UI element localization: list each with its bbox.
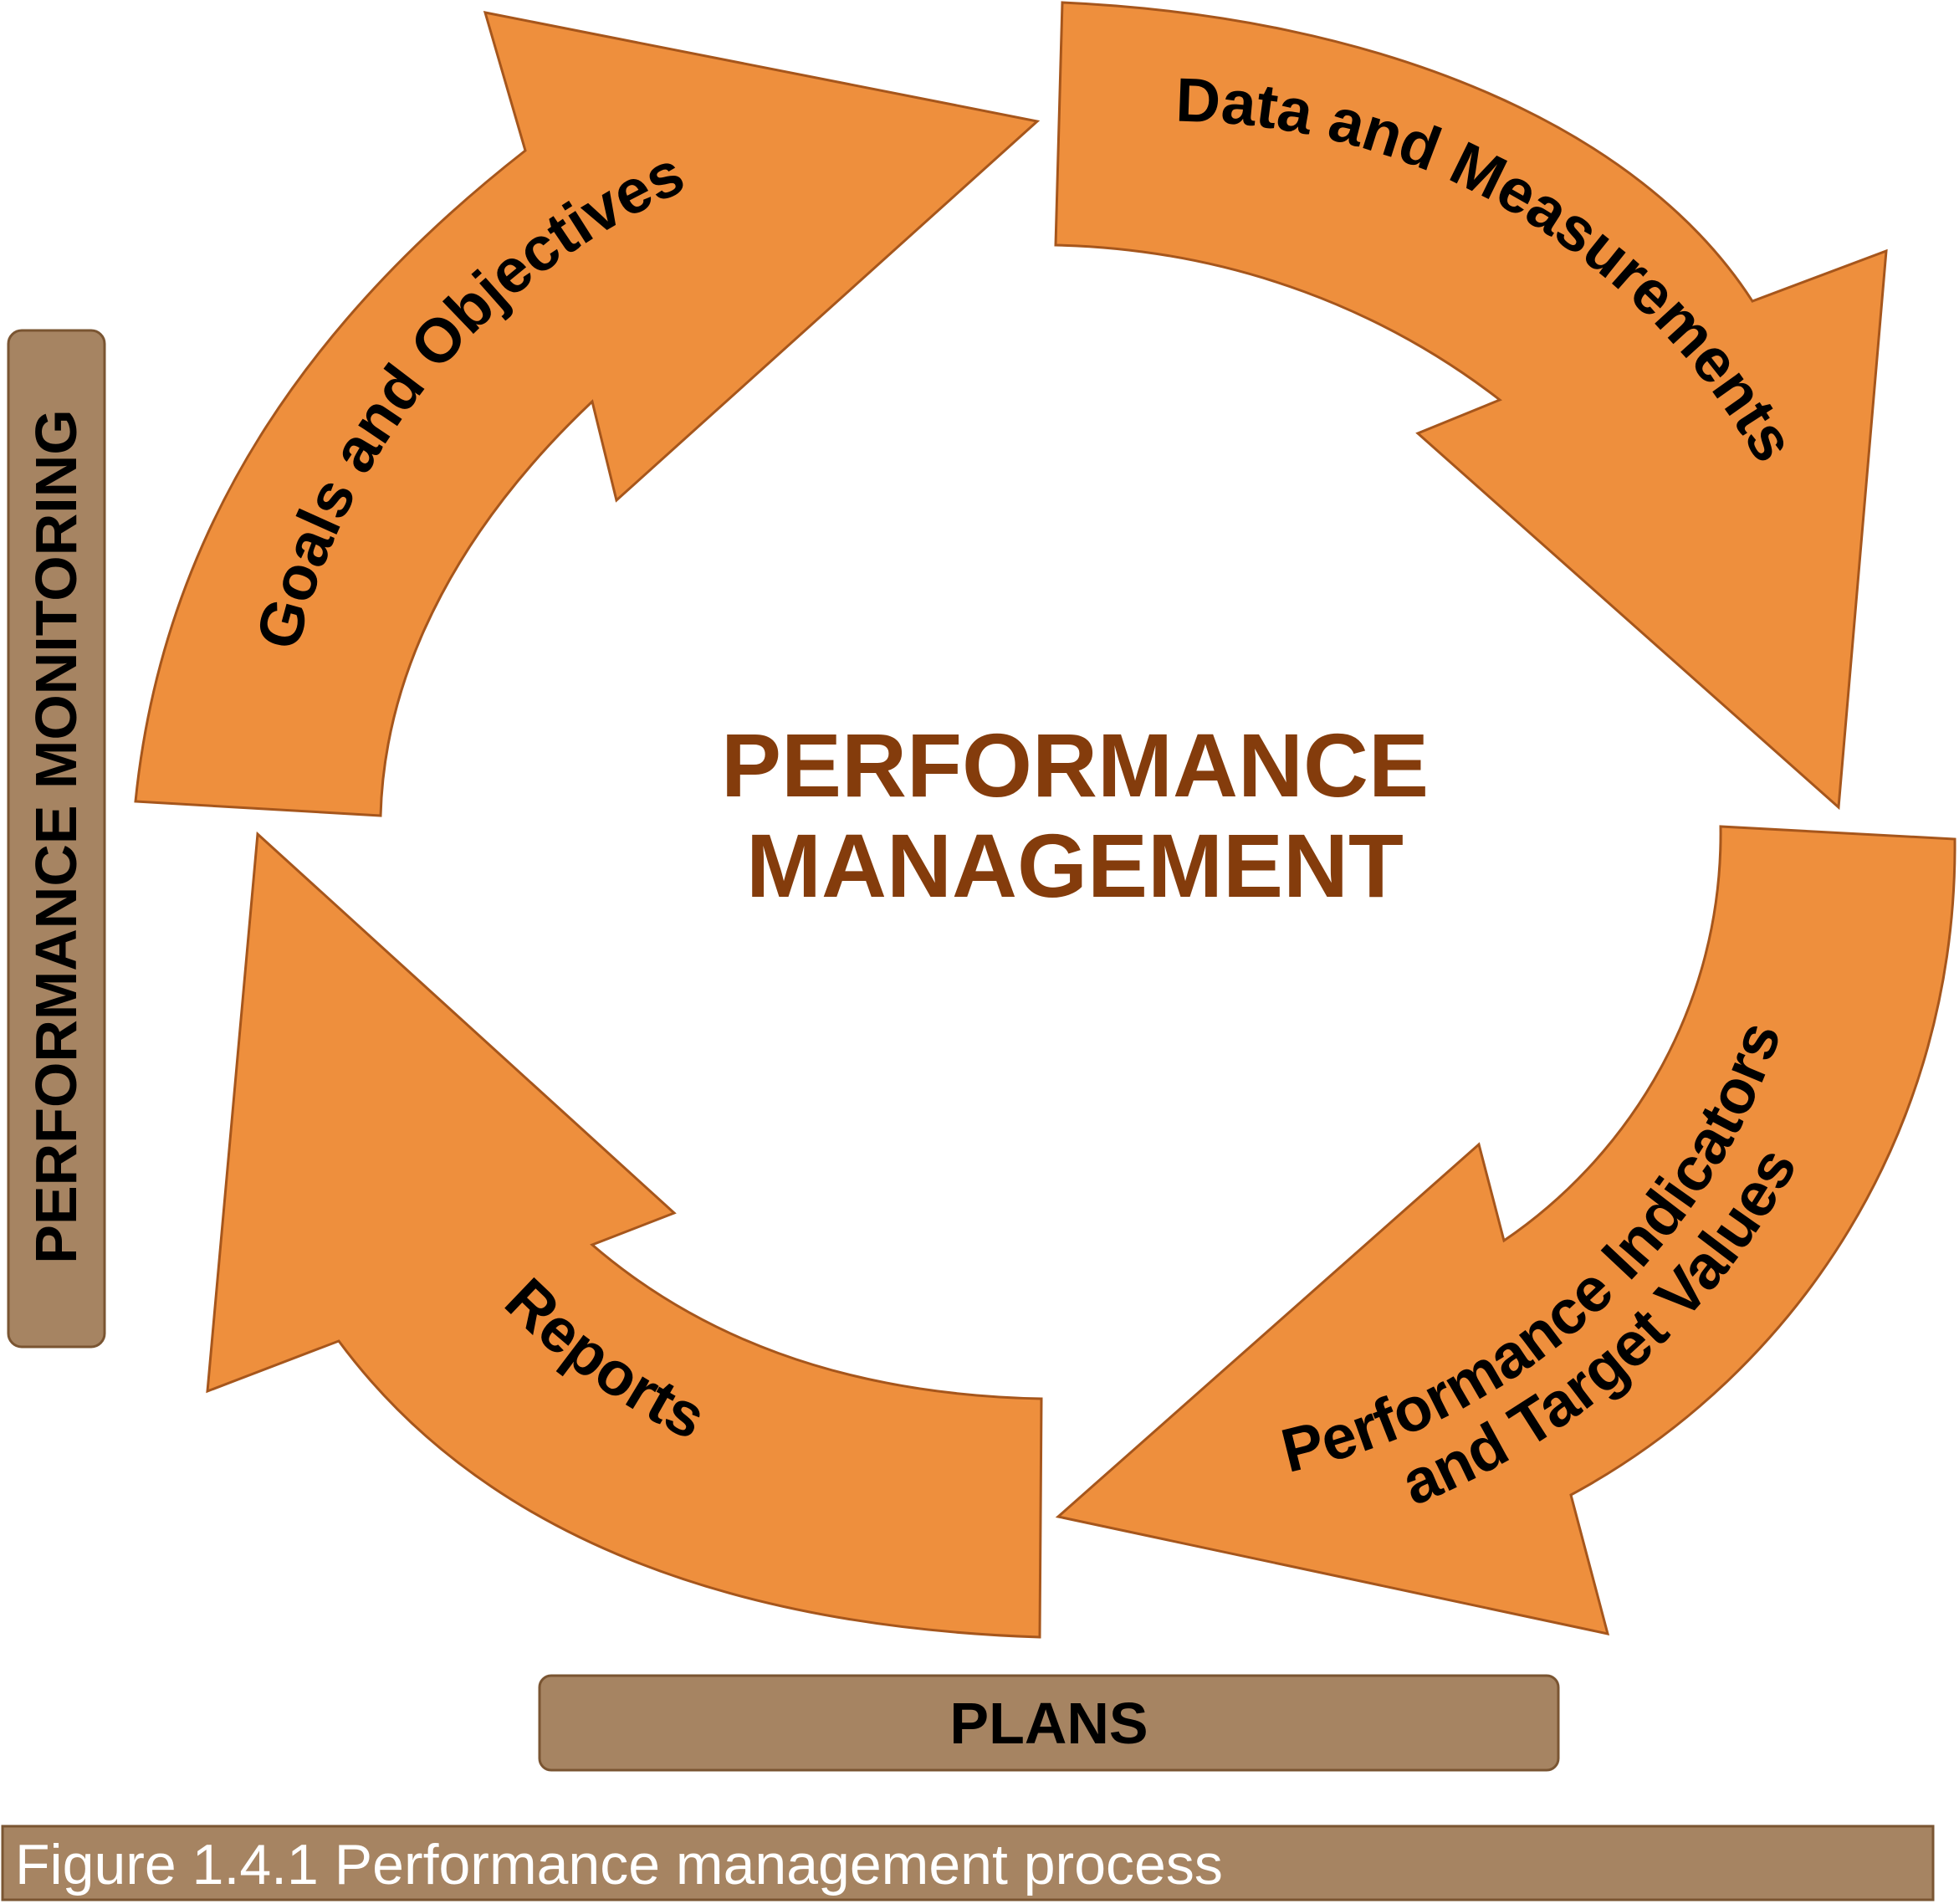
center-title-line1: PERFORMANCE bbox=[721, 714, 1429, 816]
performance-monitoring-label: PERFORMANCE MONITORING bbox=[23, 409, 89, 1264]
goals-objectives-arrow bbox=[134, 11, 1041, 817]
performance-indicators-arrow bbox=[1055, 825, 1956, 1635]
plans-label: PLANS bbox=[949, 1691, 1148, 1756]
plans-box bbox=[538, 1674, 1560, 1772]
reports-arrow bbox=[206, 831, 1043, 1639]
performance-monitoring-box bbox=[7, 329, 106, 1349]
center-title-line2: MANAGEMENT bbox=[746, 815, 1404, 916]
figure-caption: Figure 1.4.1 Performance management proc… bbox=[15, 1833, 1223, 1896]
caption-bar bbox=[1, 1825, 1935, 1901]
data-measurements-arrow bbox=[1054, 1, 1888, 811]
